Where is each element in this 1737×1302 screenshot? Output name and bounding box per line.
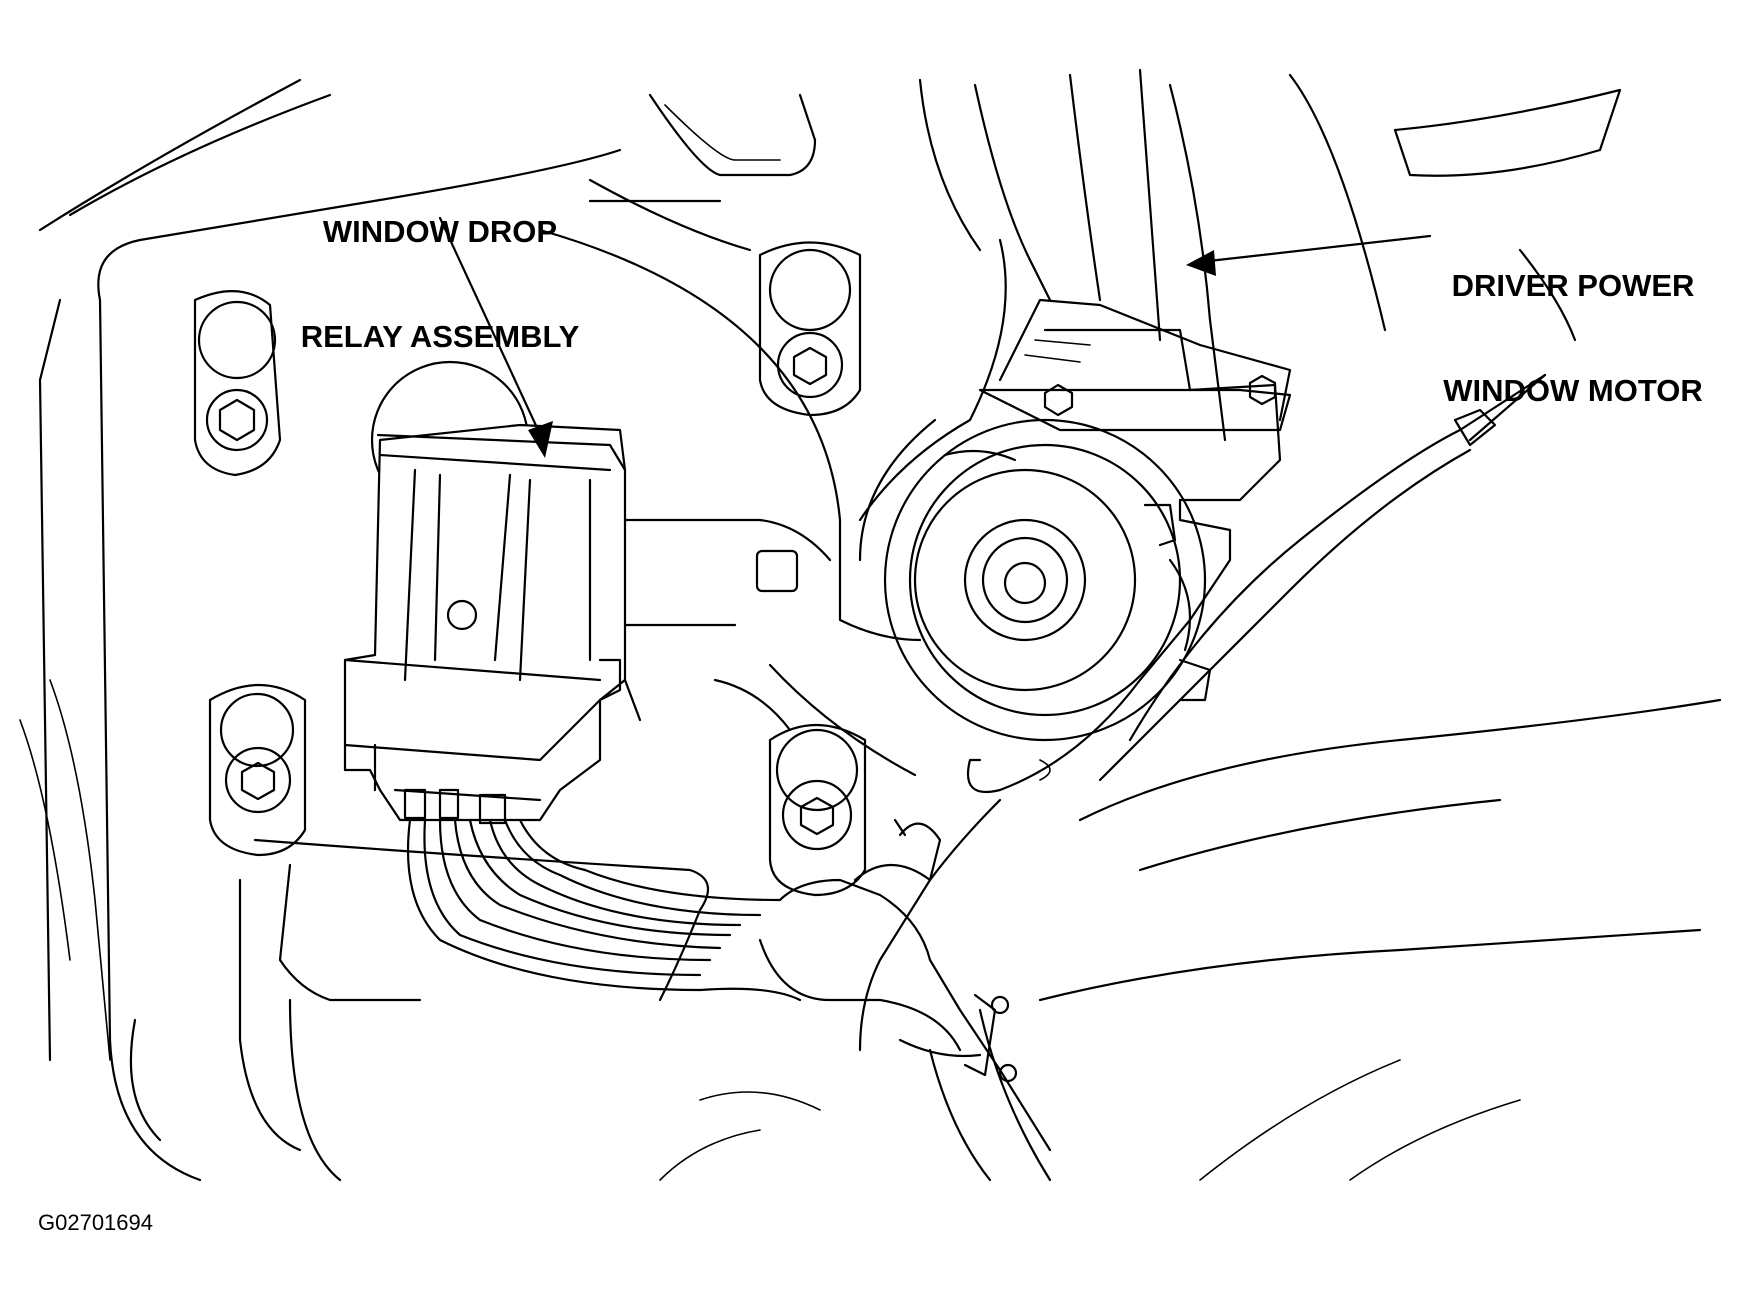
relay-callout-line2: RELAY ASSEMBLY — [300, 319, 580, 354]
motor-arrow-head — [1186, 250, 1216, 276]
door-trim-lines — [19, 78, 622, 1182]
regulator-rails — [648, 68, 1622, 442]
motor-body — [883, 298, 1292, 794]
motor-callout-line2: WINDOW MOTOR — [1443, 373, 1703, 408]
inner-panel-frame — [538, 178, 1007, 777]
relay-wire-bundle — [406, 818, 802, 1002]
figure-id: G02701694 — [38, 1210, 153, 1235]
harness-connector — [758, 818, 1052, 1152]
leader-lines — [438, 199, 1432, 458]
motor-leader-line — [1198, 234, 1432, 264]
wire-loom — [858, 373, 1722, 1182]
relay-assembly — [343, 423, 627, 825]
relay-arrow-head — [528, 421, 553, 458]
motor-callout-label: DRIVER POWER WINDOW MOTOR — [1428, 198, 1718, 443]
mounting-bolts — [193, 241, 867, 897]
relay-callout-line1: WINDOW DROP — [322, 214, 558, 249]
relay-callout-label: WINDOW DROP RELAY ASSEMBLY — [285, 144, 595, 389]
relay-leader-line — [438, 216, 547, 447]
motor-callout-line1: DRIVER POWER — [1451, 268, 1695, 303]
lower-trim — [238, 838, 821, 1182]
